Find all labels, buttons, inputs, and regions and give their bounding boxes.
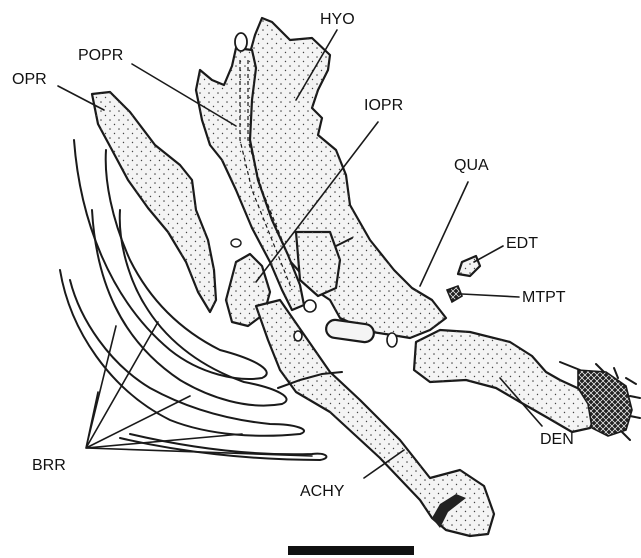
label-brr: BRR [32, 457, 66, 474]
label-opr: OPR [12, 71, 47, 88]
label-iopr: IOPR [364, 97, 403, 114]
label-hyo: HYO [320, 11, 355, 28]
label-popr: POPR [78, 47, 123, 64]
label-qua: QUA [454, 157, 489, 174]
label-edt: EDT [506, 235, 538, 252]
dentary-bone [414, 330, 640, 440]
label-achy: ACHY [300, 483, 345, 500]
scale-bar [288, 546, 414, 555]
label-den: DEN [540, 431, 574, 448]
mtpt-ossicle [447, 286, 462, 302]
label-mtpt: MTPT [522, 289, 566, 306]
edt-ossicle [458, 256, 480, 276]
